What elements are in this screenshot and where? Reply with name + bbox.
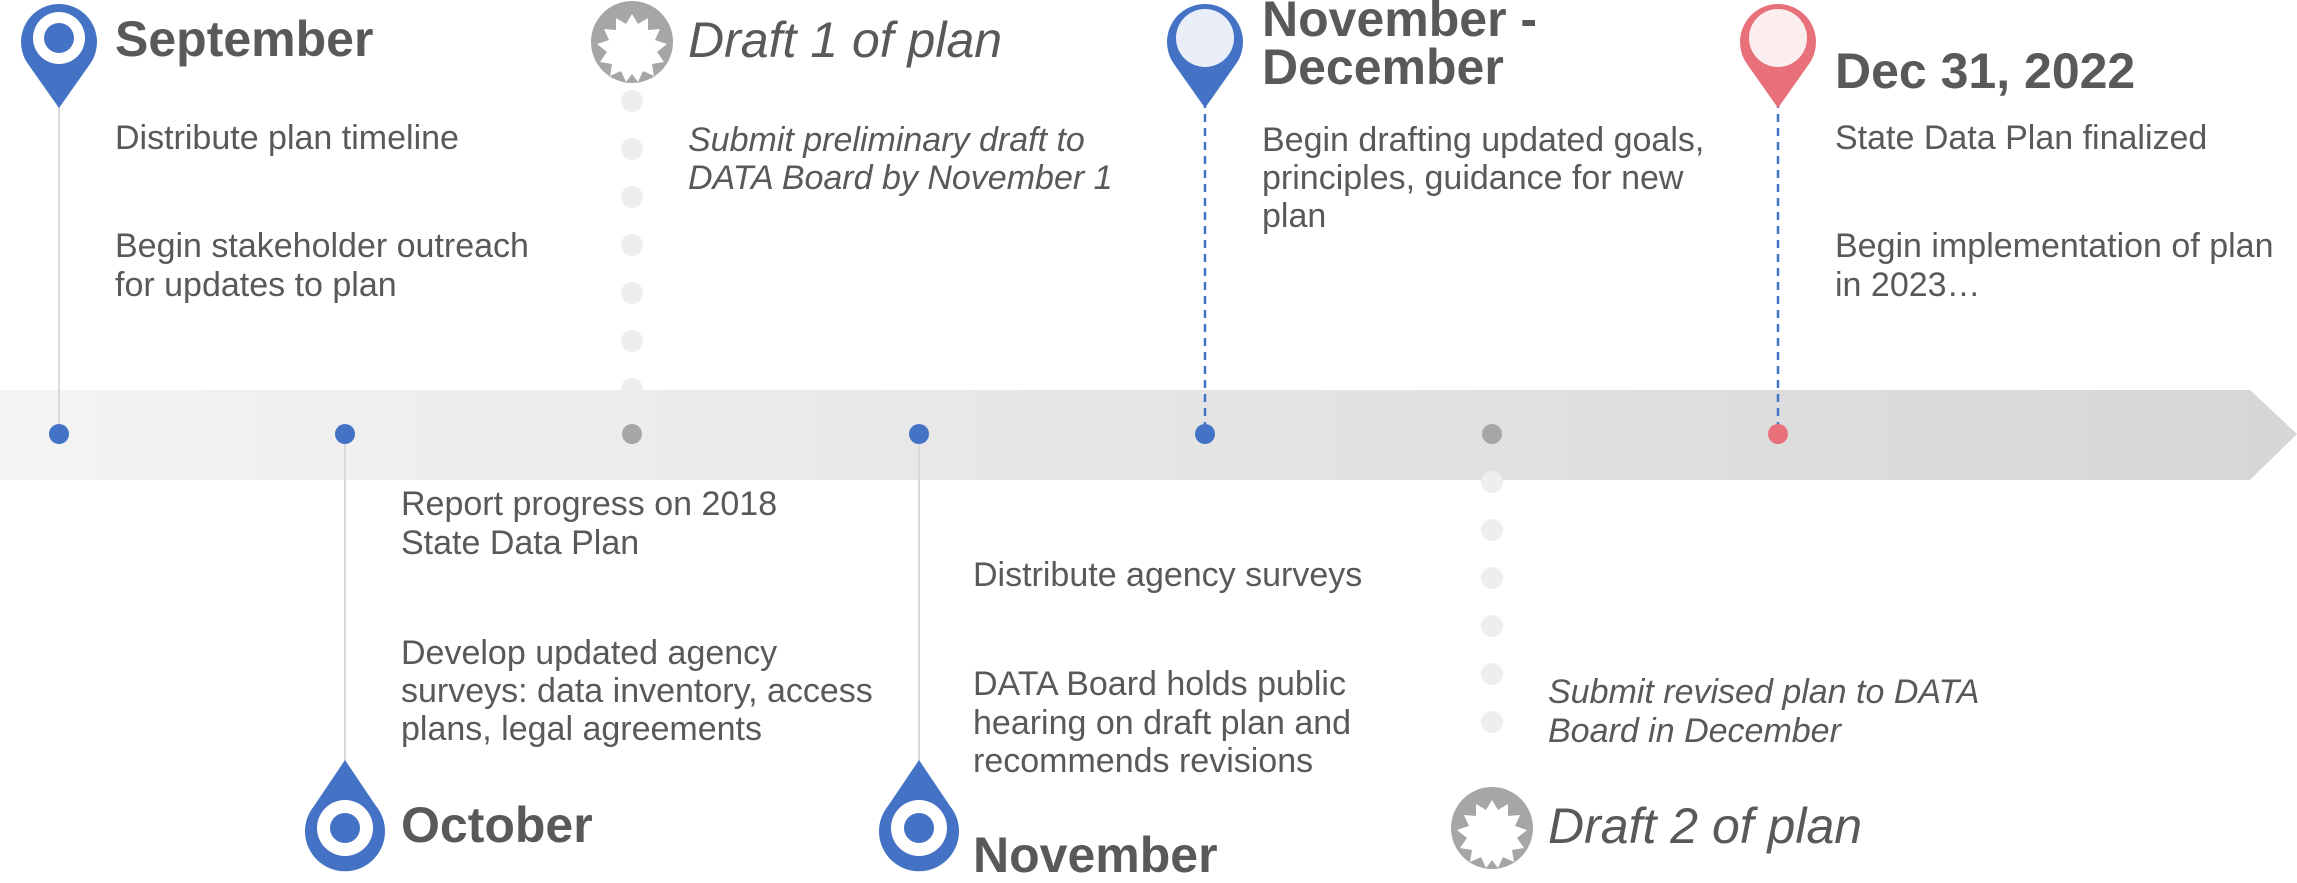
september-item-2-line-1: Begin stakeholder outreach [115, 227, 529, 265]
november-item-2-line-2: hearing on draft plan and [973, 704, 1352, 742]
draft2-badge-icon [1451, 787, 1533, 869]
september-item-1: Distribute plan timeline [115, 119, 459, 157]
nov-dec-text-line-2: principles, guidance for new [1262, 159, 1684, 197]
october-item-1-line-1: Report progress on 2018 [401, 485, 778, 523]
november-dot [909, 424, 929, 444]
nov-dec-text-line-3: plan [1262, 197, 1327, 235]
draft2-text-line-2: Board in December [1548, 712, 1841, 750]
november-title: November [973, 827, 1218, 883]
draft1-dot [622, 424, 642, 444]
october-title: October [401, 797, 593, 853]
dec31-title: Dec 31, 2022 [1835, 43, 2136, 99]
october-item-2-line-3: plans, legal agreements [401, 710, 763, 748]
october-item-2-line-2: surveys: data inventory, access [401, 672, 873, 710]
dec31-item-2-line-1: Begin implementation of plan [1835, 227, 2274, 265]
dec31-dot [1768, 424, 1788, 444]
draft1-text-line-1: Submit preliminary draft to [688, 121, 1085, 159]
timeline-arrow [0, 390, 2297, 480]
november-pin-icon [879, 760, 959, 872]
draft1-badge-icon [591, 1, 673, 83]
september-dot [49, 424, 69, 444]
draft1-text-line-2: DATA Board by November 1 [688, 159, 1113, 197]
september-title: September [115, 11, 374, 67]
november-item-2-line-1: DATA Board holds public [973, 665, 1346, 703]
nov-dec-dot [1195, 424, 1215, 444]
september-pin-icon [21, 4, 98, 109]
october-item-2-line-1: Develop updated agency [401, 634, 778, 672]
draft1-title: Draft 1 of plan [688, 12, 1003, 68]
dec31-item-2-line-2: in 2023… [1835, 266, 1981, 304]
november-item-1: Distribute agency surveys [973, 556, 1363, 594]
nov-dec-pin-icon [1167, 4, 1243, 109]
october-item-1-line-2: State Data Plan [401, 524, 640, 562]
draft2-text-line-1: Submit revised plan to DATA [1548, 673, 1980, 711]
nov-dec-text-line-1: Begin drafting updated goals, [1262, 121, 1705, 159]
draft2-dot [1482, 424, 1502, 444]
draft2-dotted-connector [1481, 471, 1503, 733]
draft2-title: Draft 2 of plan [1548, 798, 1863, 854]
nov-dec-title-line-1: November - [1262, 0, 1538, 47]
nov-dec-title-line-2: December [1262, 39, 1504, 95]
october-pin-icon [305, 760, 385, 872]
october-dot [335, 424, 355, 444]
september-item-2-line-2: for updates to plan [115, 266, 397, 304]
november-item-2-line-3: recommends revisions [973, 742, 1314, 780]
draft1-dotted-connector [621, 90, 643, 400]
dec31-item-1: State Data Plan finalized [1835, 119, 2208, 157]
dec31-pin-icon [1740, 4, 1816, 109]
